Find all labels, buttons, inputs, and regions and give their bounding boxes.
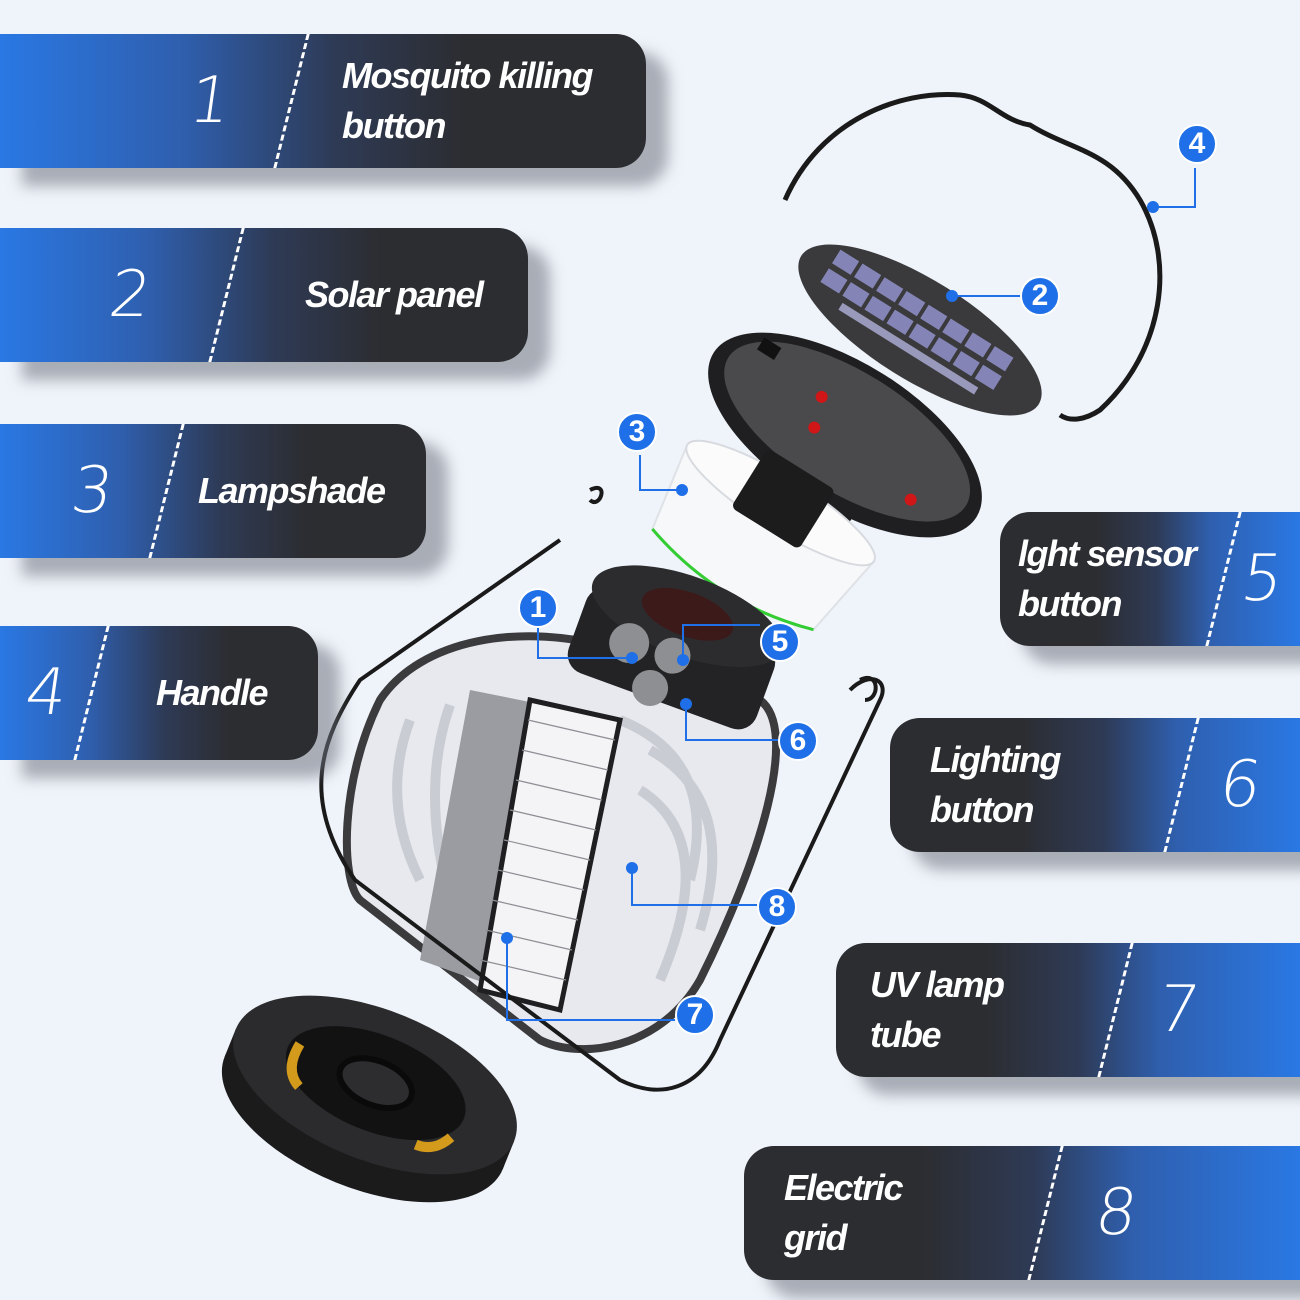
label-text: Handle (156, 668, 269, 718)
callout-3: 3 (617, 412, 657, 452)
label-text: Electric grid (784, 1163, 904, 1263)
label-mosquito-killing-button: 1 Mosquito killing button (0, 34, 646, 168)
label-text: UV lamp tube (870, 960, 1005, 1060)
label-number: 8 (1090, 1176, 1142, 1250)
label-electric-grid: Electric grid 8 (744, 1146, 1300, 1280)
label-text-line2: button (930, 789, 1034, 830)
label-number: 6 (1214, 748, 1266, 822)
label-lampshade: 3 Lampshade (0, 424, 426, 558)
label-text-line2: button (1018, 583, 1122, 624)
control-head-illustration (567, 565, 782, 730)
divider-dashed (1163, 718, 1200, 852)
solar-panel-illustration (798, 244, 1042, 416)
callout-6: 6 (778, 721, 818, 761)
callout-4: 4 (1177, 124, 1217, 164)
label-text-line2: button (342, 105, 446, 146)
label-text: Mosquito killing button (342, 51, 593, 151)
label-number: 2 (104, 258, 156, 332)
label-text-line1: UV lamp (870, 964, 1005, 1005)
top-cap-illustration (708, 332, 982, 544)
leader-5 (682, 624, 760, 660)
divider-dashed (273, 34, 310, 168)
label-text-line2: grid (784, 1217, 848, 1258)
label-number: 5 (1236, 542, 1288, 616)
label-text: Solar panel (305, 270, 484, 320)
label-text: lght sensor button (1018, 529, 1197, 629)
leader-1 (537, 628, 632, 659)
label-uv-lamp-tube: UV lamp tube 7 (836, 943, 1300, 1077)
divider-dashed (1097, 943, 1134, 1077)
label-text-line1: Solar panel (305, 274, 484, 315)
callout-8: 8 (757, 887, 797, 927)
callout-7: 7 (675, 995, 715, 1035)
divider-dashed (73, 626, 110, 760)
label-text: Lampshade (198, 466, 386, 516)
callout-1: 1 (518, 588, 558, 628)
lantern-body-illustration (342, 632, 781, 1054)
handle-top (782, 91, 1163, 422)
label-text-line1: Handle (156, 672, 269, 713)
divider-dashed (208, 228, 245, 362)
label-text-line1: Lampshade (198, 470, 386, 511)
label-number: 4 (20, 656, 72, 730)
label-lighting-button: Lighting button 6 (890, 718, 1300, 852)
label-number: 7 (1152, 973, 1204, 1047)
label-solar-panel: 2 Solar panel (0, 228, 528, 362)
label-text-line2: tube (870, 1014, 941, 1055)
label-handle: 4 Handle (0, 626, 318, 760)
label-number: 1 (184, 64, 236, 138)
divider-dashed (1027, 1146, 1064, 1280)
label-text-line1: lght sensor (1018, 533, 1197, 574)
lampshade-illustration (651, 439, 876, 632)
label-text-line1: Electric (784, 1167, 904, 1208)
handle-side (319, 538, 885, 1092)
label-number: 3 (66, 454, 118, 528)
leader-7 (506, 938, 675, 1021)
base-illustration (221, 995, 517, 1203)
divider-dashed (1205, 512, 1242, 646)
leader-8 (631, 868, 757, 906)
divider-dashed (148, 424, 185, 558)
callout-5: 5 (760, 622, 800, 662)
leader-6 (685, 704, 780, 741)
callout-2: 2 (1020, 276, 1060, 316)
label-text: Lighting button (930, 735, 1061, 835)
leader-3 (639, 455, 682, 491)
label-text-line1: Lighting (930, 739, 1061, 780)
leader-4 (1153, 168, 1196, 208)
label-text-line1: Mosquito killing (342, 55, 593, 96)
label-light-sensor-button: lght sensor button 5 (1000, 512, 1300, 646)
